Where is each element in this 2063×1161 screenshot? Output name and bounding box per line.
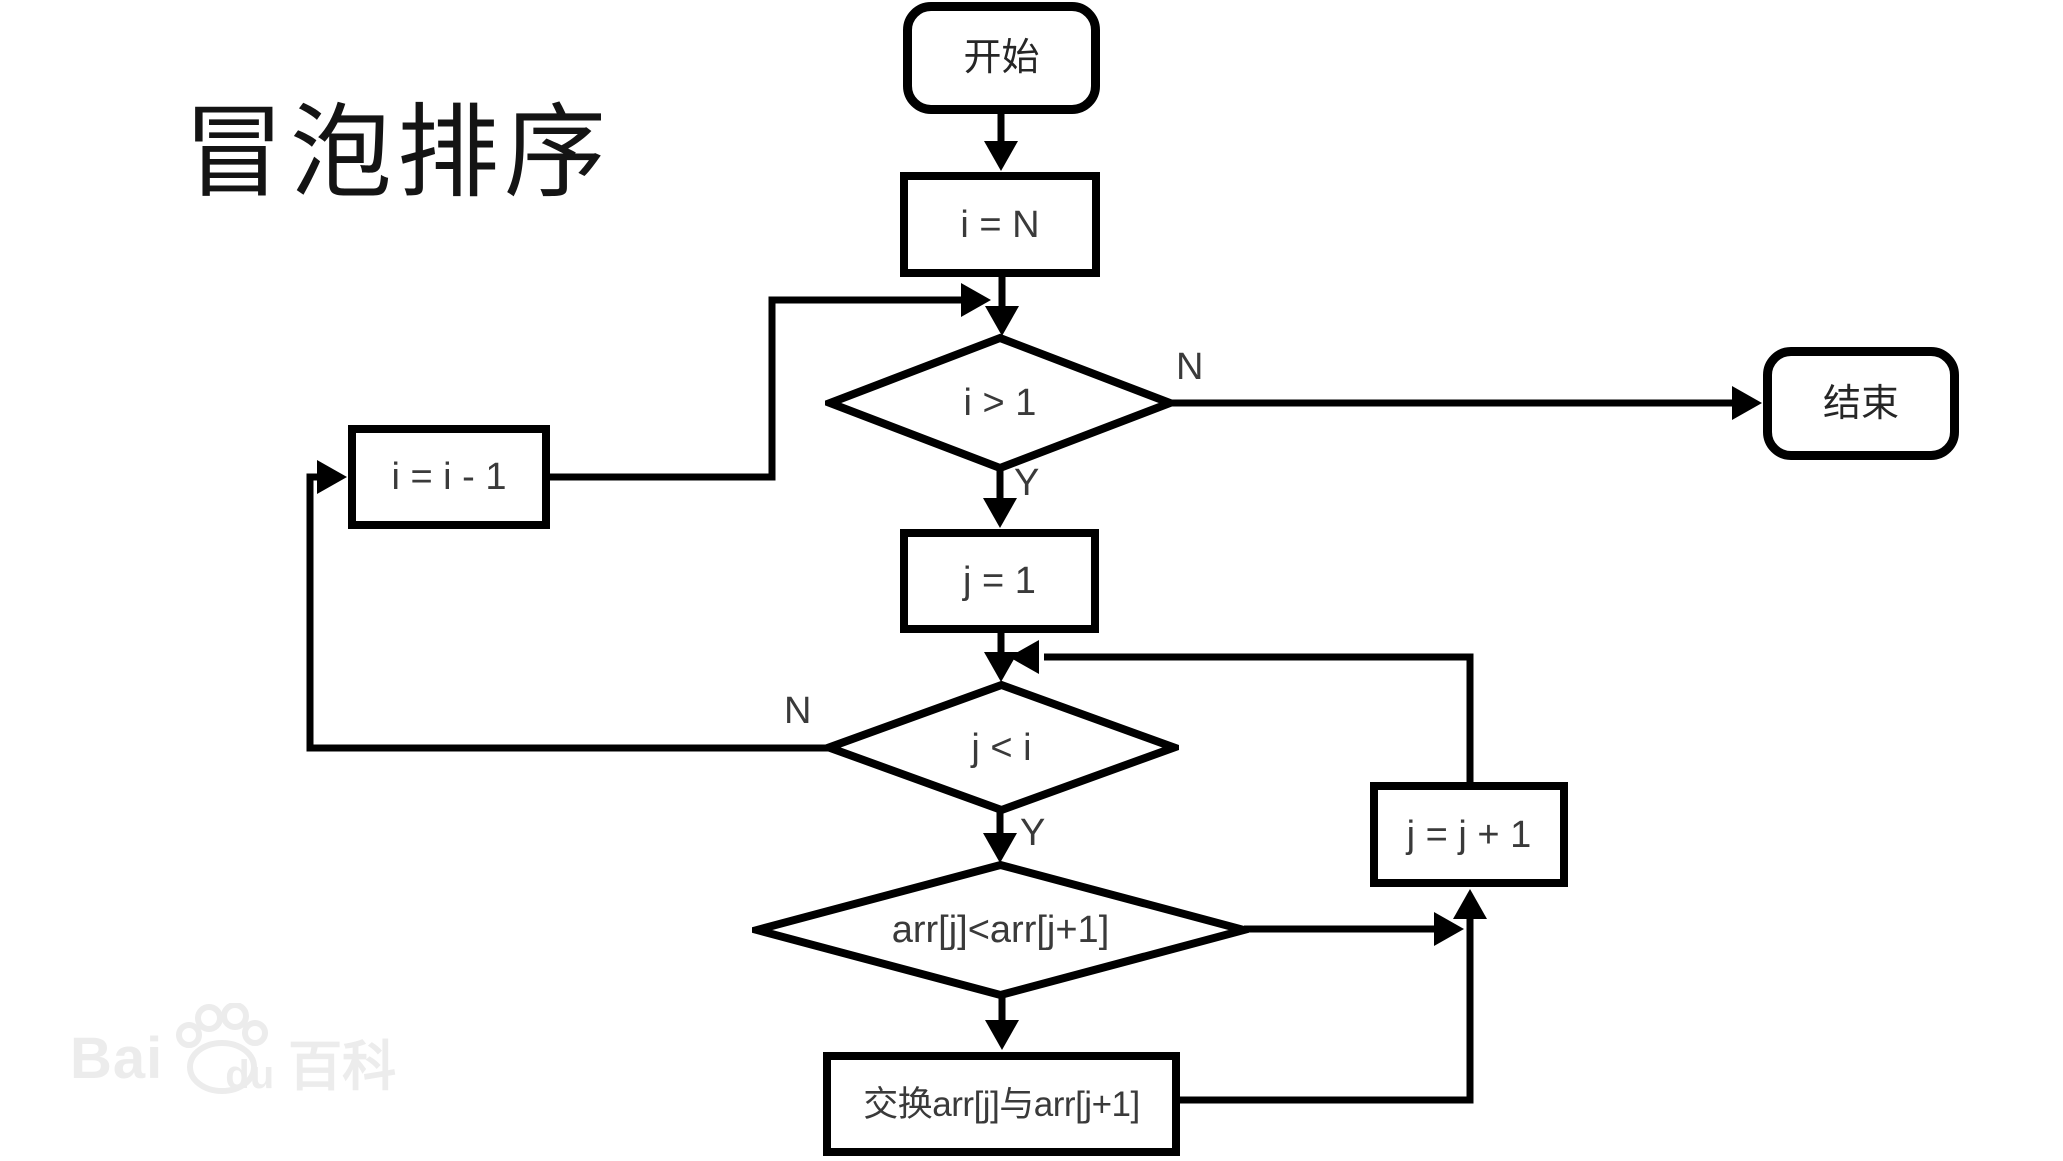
arrowhead-left-icon xyxy=(1009,640,1039,674)
node-end-label: 结束 xyxy=(1822,382,1899,425)
edge-cond-j-no-to-dec-i xyxy=(306,473,829,752)
watermark-baidu-baike: Bai du 百科 xyxy=(70,1002,397,1101)
branch-label-cond-i-yes: Y xyxy=(1014,462,1040,504)
node-dec-i-label: i = i - 1 xyxy=(391,456,507,498)
node-cond-arr: arr[j]<arr[j+1] xyxy=(752,860,1249,1000)
node-start: 开始 xyxy=(903,2,1100,114)
node-cond-arr-label: arr[j]<arr[j+1] xyxy=(891,909,1110,951)
branch-label-cond-j-no: N xyxy=(784,690,812,732)
decision-diamond-shape xyxy=(752,860,1249,1000)
node-end: 结束 xyxy=(1763,347,1959,460)
branch-label-cond-j-yes: Y xyxy=(1020,812,1046,854)
node-swap: 交换arr[j]与arr[j+1] xyxy=(823,1052,1180,1156)
edge-swap-to-inc-j xyxy=(1180,914,1474,1104)
node-cond-j-label: j < i xyxy=(971,726,1032,769)
node-init-i: i = N xyxy=(900,172,1100,277)
watermark-bai: Bai xyxy=(70,1026,164,1091)
arrowhead-right-icon xyxy=(961,283,991,317)
node-cond-i: i > 1 xyxy=(825,333,1175,473)
edge-inc-j-loop xyxy=(1044,653,1474,784)
page-title: 冒泡排序 xyxy=(183,96,611,210)
arrowhead-down-icon xyxy=(984,141,1018,171)
node-cond-i-label: i > 1 xyxy=(963,382,1037,424)
arrowhead-up-icon xyxy=(1453,889,1487,919)
branch-label-cond-i-no: N xyxy=(1176,346,1204,388)
arrowhead-down-icon xyxy=(984,652,1018,682)
arrowhead-down-icon xyxy=(983,833,1017,863)
arrowhead-right-icon xyxy=(1732,386,1762,420)
watermark-du: du xyxy=(225,1053,275,1097)
node-inc-j: j = j + 1 xyxy=(1370,782,1568,887)
node-inc-j-label: j = j + 1 xyxy=(1406,813,1532,856)
node-swap-label: 交换arr[j]与arr[j+1] xyxy=(863,1084,1140,1124)
edge-dec-i-loop xyxy=(550,296,966,481)
arrowhead-right-icon xyxy=(1434,912,1464,946)
watermark-baike: 百科 xyxy=(288,1037,397,1097)
arrowhead-down-icon xyxy=(985,1020,1019,1050)
node-init-i-label: i = N xyxy=(960,203,1040,246)
baidu-paw-icon xyxy=(176,1002,269,1094)
node-init-j: j = 1 xyxy=(900,529,1099,633)
decision-diamond-shape xyxy=(824,680,1179,815)
node-cond-j: j < i xyxy=(824,680,1179,815)
decision-diamond-shape xyxy=(825,333,1175,473)
node-start-label: 开始 xyxy=(963,37,1040,79)
arrowhead-down-icon xyxy=(985,306,1019,336)
arrowhead-down-icon xyxy=(983,498,1017,528)
arrowhead-right-icon xyxy=(317,460,347,494)
node-init-j-label: j = 1 xyxy=(963,560,1036,602)
node-dec-i: i = i - 1 xyxy=(348,425,550,529)
